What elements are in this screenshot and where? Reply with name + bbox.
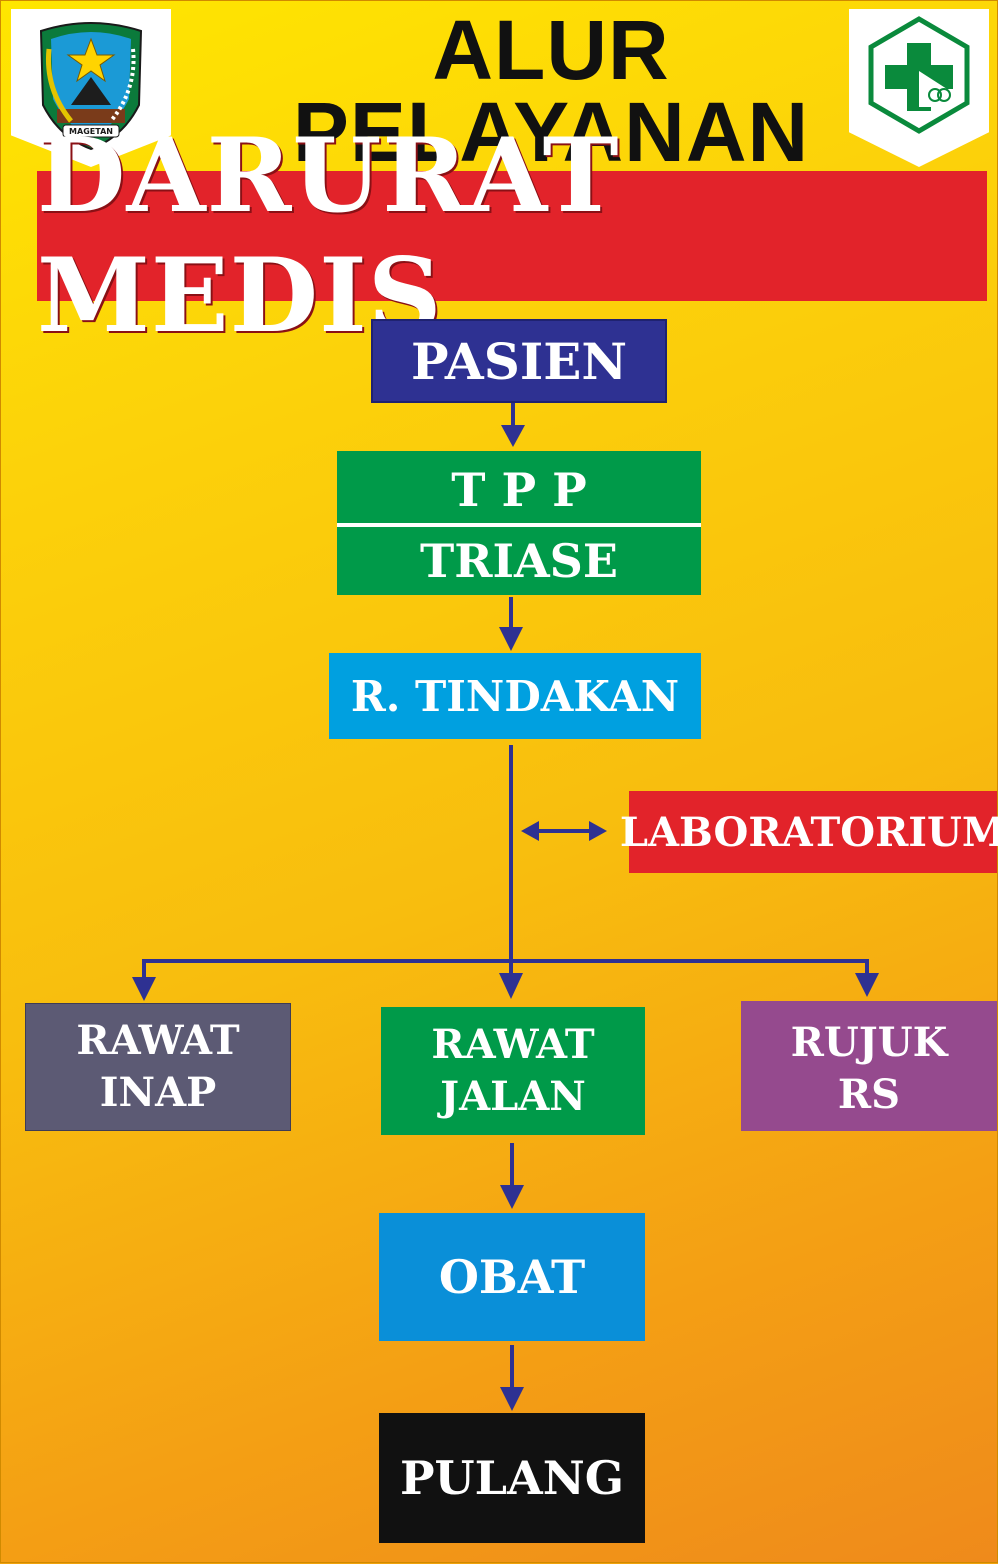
node-rawat-inap-line2: INAP bbox=[99, 1069, 217, 1116]
node-tpp-label: T P P bbox=[451, 463, 587, 517]
node-rawat-inap-line1: RAWAT bbox=[76, 1017, 240, 1064]
title-line-2: PELAYANAN bbox=[292, 85, 810, 179]
puskesmas-logo-icon bbox=[868, 16, 970, 134]
node-obat-label: OBAT bbox=[438, 1250, 586, 1304]
node-tindakan-label: R. TINDAKAN bbox=[350, 671, 680, 721]
arrowhead-obat-pulang bbox=[500, 1387, 524, 1411]
node-tindakan: R. TINDAKAN bbox=[329, 653, 701, 739]
node-rawat-jalan-line1: RAWAT bbox=[431, 1021, 595, 1068]
magetan-seal-icon: MAGETAN bbox=[39, 22, 143, 151]
node-rawat-inap: RAWAT INAP bbox=[25, 1003, 291, 1131]
node-pulang-label: PULANG bbox=[399, 1451, 625, 1505]
arrowhead-lab-right bbox=[589, 821, 607, 841]
logo-card-right bbox=[849, 9, 989, 167]
arrowhead-lab-left bbox=[521, 821, 539, 841]
node-obat: OBAT bbox=[379, 1213, 645, 1341]
node-rujuk-line2: RS bbox=[837, 1071, 901, 1118]
seal-label: MAGETAN bbox=[69, 127, 113, 136]
node-divider bbox=[337, 523, 701, 527]
arrowhead-rawat-jalan bbox=[499, 973, 523, 999]
node-rawat-jalan: RAWAT JALAN bbox=[381, 1007, 645, 1135]
arrowhead-rujuk bbox=[855, 973, 879, 997]
node-rujuk-line1: RUJUK bbox=[790, 1019, 948, 1066]
arrowhead-triase-tindakan bbox=[499, 627, 523, 651]
node-pasien-label: PASIEN bbox=[410, 331, 628, 391]
node-triase-label: TRIASE bbox=[420, 534, 618, 588]
arrowhead-jalan-obat bbox=[500, 1185, 524, 1209]
node-pulang: PULANG bbox=[379, 1413, 645, 1543]
title-line-1: ALUR bbox=[432, 3, 670, 97]
node-laboratorium: LABORATORIUM bbox=[620, 791, 998, 873]
arrowhead-rawat-inap bbox=[132, 977, 156, 1001]
node-rujuk-rs: RUJUK RS bbox=[741, 1001, 997, 1131]
node-pasien: PASIEN bbox=[371, 319, 667, 403]
logo-card-left: MAGETAN bbox=[11, 9, 171, 167]
poster-title: ALUR PELAYANAN bbox=[241, 3, 861, 179]
node-rawat-jalan-line2: JALAN bbox=[440, 1073, 586, 1120]
node-laboratorium-label: LABORATORIUM bbox=[619, 808, 998, 856]
node-tpp-triase: T P P TRIASE bbox=[337, 451, 701, 595]
arrowhead-pasien-tpp bbox=[501, 425, 525, 447]
